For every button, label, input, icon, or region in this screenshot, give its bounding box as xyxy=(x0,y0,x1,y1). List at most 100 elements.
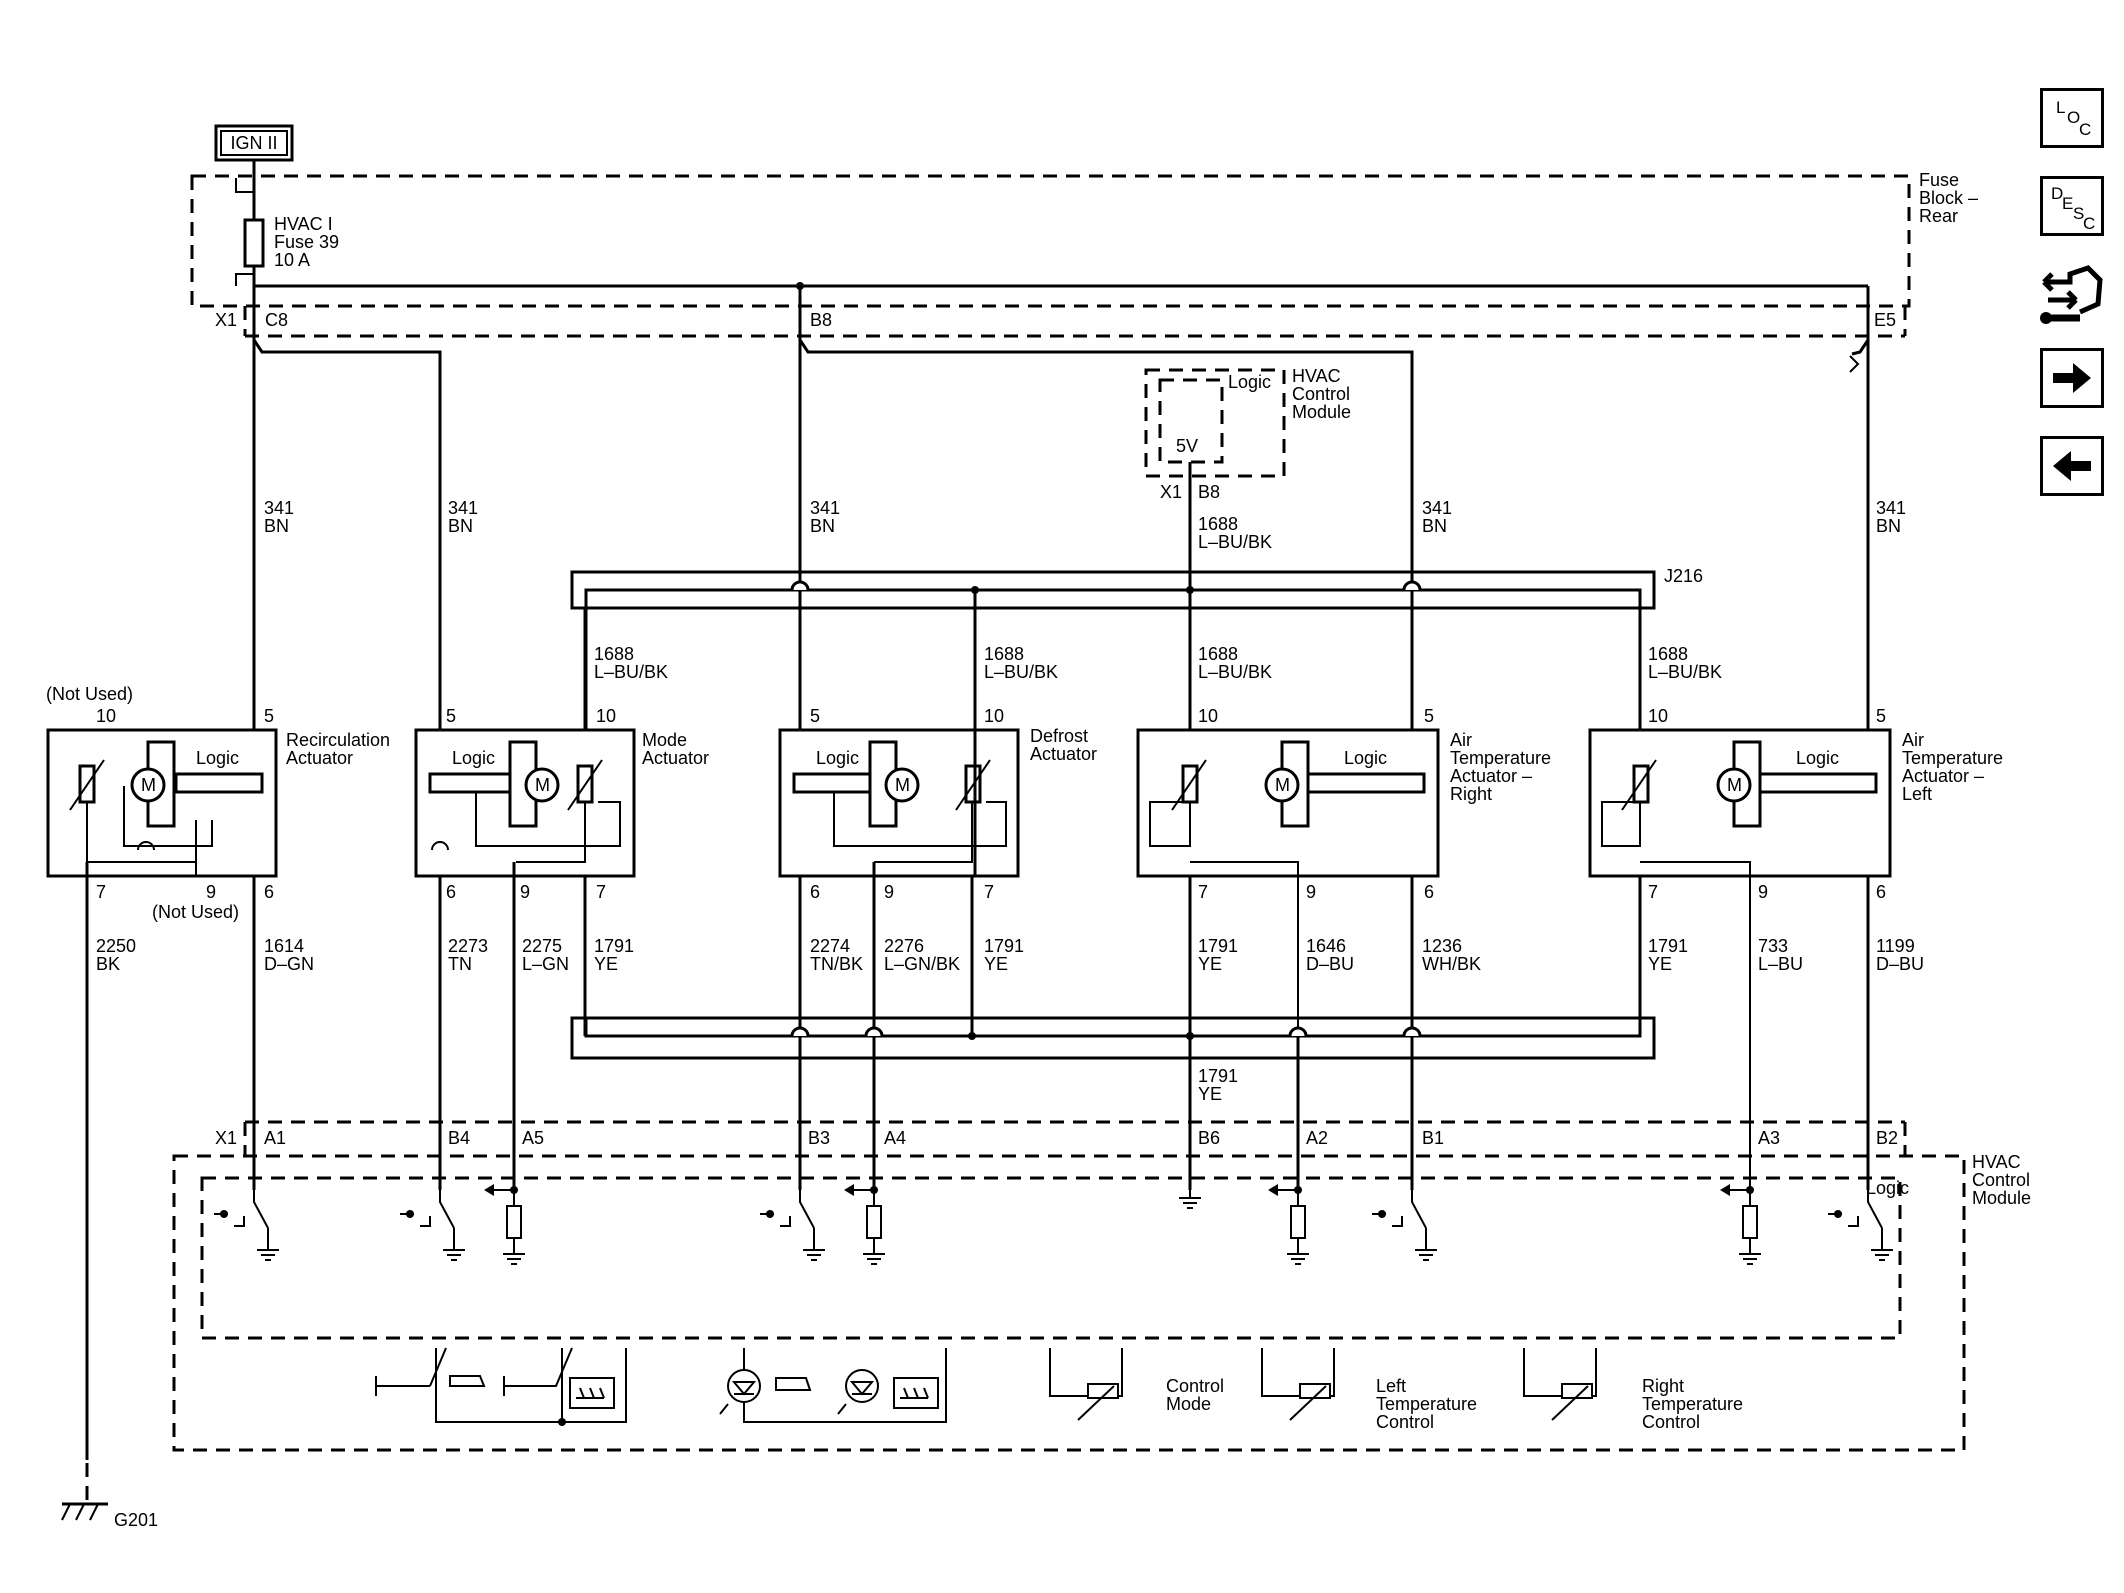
hvac-bottom-logic: Logic xyxy=(1866,1178,1909,1198)
svg-text:X1: X1 xyxy=(1160,482,1182,502)
svg-text:L–GN/BK: L–GN/BK xyxy=(884,954,960,974)
svg-text:6: 6 xyxy=(264,882,274,902)
svg-text:L–BU/BK: L–BU/BK xyxy=(1198,532,1272,552)
svg-text:B6: B6 xyxy=(1198,1128,1220,1148)
svg-text:HVAC: HVAC xyxy=(1972,1152,2021,1172)
svg-text:5: 5 xyxy=(264,706,274,726)
svg-text:M: M xyxy=(141,775,156,795)
svg-text:9: 9 xyxy=(520,882,530,902)
svg-text:WH/BK: WH/BK xyxy=(1422,954,1481,974)
svg-text:1791: 1791 xyxy=(1648,936,1688,956)
svg-text:YE: YE xyxy=(594,954,618,974)
svg-text:HVAC I: HVAC I xyxy=(274,214,333,234)
svg-text:O: O xyxy=(2067,108,2080,127)
connector-tool-icon[interactable] xyxy=(2040,260,2104,330)
location-button[interactable]: L O C xyxy=(2040,88,2104,148)
svg-text:5: 5 xyxy=(446,706,456,726)
svg-text:D–BU: D–BU xyxy=(1876,954,1924,974)
conn-e5: E5 xyxy=(1874,310,1896,330)
svg-text:1646: 1646 xyxy=(1306,936,1346,956)
svg-text:M: M xyxy=(895,775,910,795)
svg-text:341: 341 xyxy=(264,498,294,518)
svg-text:1688: 1688 xyxy=(984,644,1024,664)
svg-text:7: 7 xyxy=(984,882,994,902)
defrost-actuator: 5 10 Logic M 6 9 7 Defrost Actuator xyxy=(778,706,1097,902)
svg-text:9: 9 xyxy=(884,882,894,902)
svg-text:Left: Left xyxy=(1376,1376,1406,1396)
svg-text:Logic: Logic xyxy=(452,748,495,768)
svg-text:2250: 2250 xyxy=(96,936,136,956)
svg-text:1791: 1791 xyxy=(594,936,634,956)
svg-text:Logic: Logic xyxy=(1228,372,1271,392)
svg-text:TN: TN xyxy=(448,954,472,974)
svg-text:Control: Control xyxy=(1292,384,1350,404)
control-mode-pot: Control Mode xyxy=(1049,1348,1224,1421)
ignition-label-box: IGN II xyxy=(214,124,294,162)
svg-text:S: S xyxy=(2073,204,2084,223)
svg-text:BN: BN xyxy=(264,516,289,536)
left-temperature-control-pot: Left Temperature Control xyxy=(1261,1348,1477,1432)
air-temperature-actuator-left: 10 5 Logic M 7 9 6 Air Temperature Actua… xyxy=(1588,706,2003,1190)
svg-text:(Not Used): (Not Used) xyxy=(152,902,239,922)
svg-text:L–BU/BK: L–BU/BK xyxy=(1648,662,1722,682)
next-page-button[interactable] xyxy=(2040,348,2104,408)
svg-text:BK: BK xyxy=(96,954,120,974)
svg-text:Right: Right xyxy=(1642,1376,1684,1396)
svg-text:341: 341 xyxy=(810,498,840,518)
svg-text:HVAC: HVAC xyxy=(1292,366,1341,386)
svg-text:733: 733 xyxy=(1758,936,1788,956)
svg-text:1199: 1199 xyxy=(1876,936,1915,956)
svg-text:L–BU/BK: L–BU/BK xyxy=(1198,662,1272,682)
previous-page-button[interactable] xyxy=(2040,436,2104,496)
svg-text:Actuator: Actuator xyxy=(642,748,709,768)
svg-text:6: 6 xyxy=(1876,882,1886,902)
svg-text:Left: Left xyxy=(1902,784,1932,804)
svg-text:Logic: Logic xyxy=(1344,748,1387,768)
svg-text:YE: YE xyxy=(1198,954,1222,974)
svg-text:C: C xyxy=(2079,120,2091,139)
svg-text:Defrost: Defrost xyxy=(1030,726,1088,746)
svg-text:Rear: Rear xyxy=(1919,206,1958,226)
fuse-hvac-i: HVAC I Fuse 39 10 A xyxy=(235,178,339,286)
svg-text:Block –: Block – xyxy=(1919,188,1978,208)
svg-text:Logic: Logic xyxy=(1796,748,1839,768)
svg-text:B2: B2 xyxy=(1876,1128,1898,1148)
svg-text:Temperature: Temperature xyxy=(1642,1394,1743,1414)
svg-text:Fuse 39: Fuse 39 xyxy=(274,232,339,252)
svg-text:Actuator: Actuator xyxy=(286,748,353,768)
svg-text:1688: 1688 xyxy=(594,644,634,664)
svg-text:10 A: 10 A xyxy=(274,250,310,270)
svg-text:A2: A2 xyxy=(1306,1128,1328,1148)
svg-text:YE: YE xyxy=(1648,954,1672,974)
svg-text:10: 10 xyxy=(96,706,116,726)
control-switches-group xyxy=(375,1347,627,1426)
svg-text:YE: YE xyxy=(1198,1084,1222,1104)
svg-text:10: 10 xyxy=(596,706,616,726)
svg-text:Control: Control xyxy=(1376,1412,1434,1432)
svg-text:1688: 1688 xyxy=(1198,644,1238,664)
mode-actuator: 5 10 Logic M 6 9 7 Mode Actuator xyxy=(414,706,709,902)
svg-text:(Not Used): (Not Used) xyxy=(46,684,133,704)
svg-text:B1: B1 xyxy=(1422,1128,1444,1148)
svg-text:BN: BN xyxy=(810,516,835,536)
svg-text:L–GN: L–GN xyxy=(522,954,569,974)
bottom-connector-pins: X1 A1 B4 A5 B3 A4 B6 A2 B1 A3 B2 xyxy=(215,1128,1898,1148)
svg-text:341: 341 xyxy=(1422,498,1452,518)
air-temperature-actuator-right: 10 5 Logic M 7 9 6 Air Temperature Actua… xyxy=(1136,706,1551,1036)
indicator-leds-group xyxy=(719,1348,947,1423)
svg-text:2275: 2275 xyxy=(522,936,562,956)
svg-text:9: 9 xyxy=(1306,882,1316,902)
svg-text:J216: J216 xyxy=(1664,566,1703,586)
description-button[interactable]: D E S C xyxy=(2040,176,2104,236)
svg-text:Air: Air xyxy=(1902,730,1924,750)
conn-x1-top: X1 xyxy=(215,310,237,330)
svg-text:D–GN: D–GN xyxy=(264,954,314,974)
svg-text:Air: Air xyxy=(1450,730,1472,750)
svg-text:1791: 1791 xyxy=(1198,1066,1238,1086)
svg-text:5: 5 xyxy=(810,706,820,726)
svg-text:Control: Control xyxy=(1166,1376,1224,1396)
conn-c8: C8 xyxy=(265,310,288,330)
svg-text:341: 341 xyxy=(1876,498,1906,518)
